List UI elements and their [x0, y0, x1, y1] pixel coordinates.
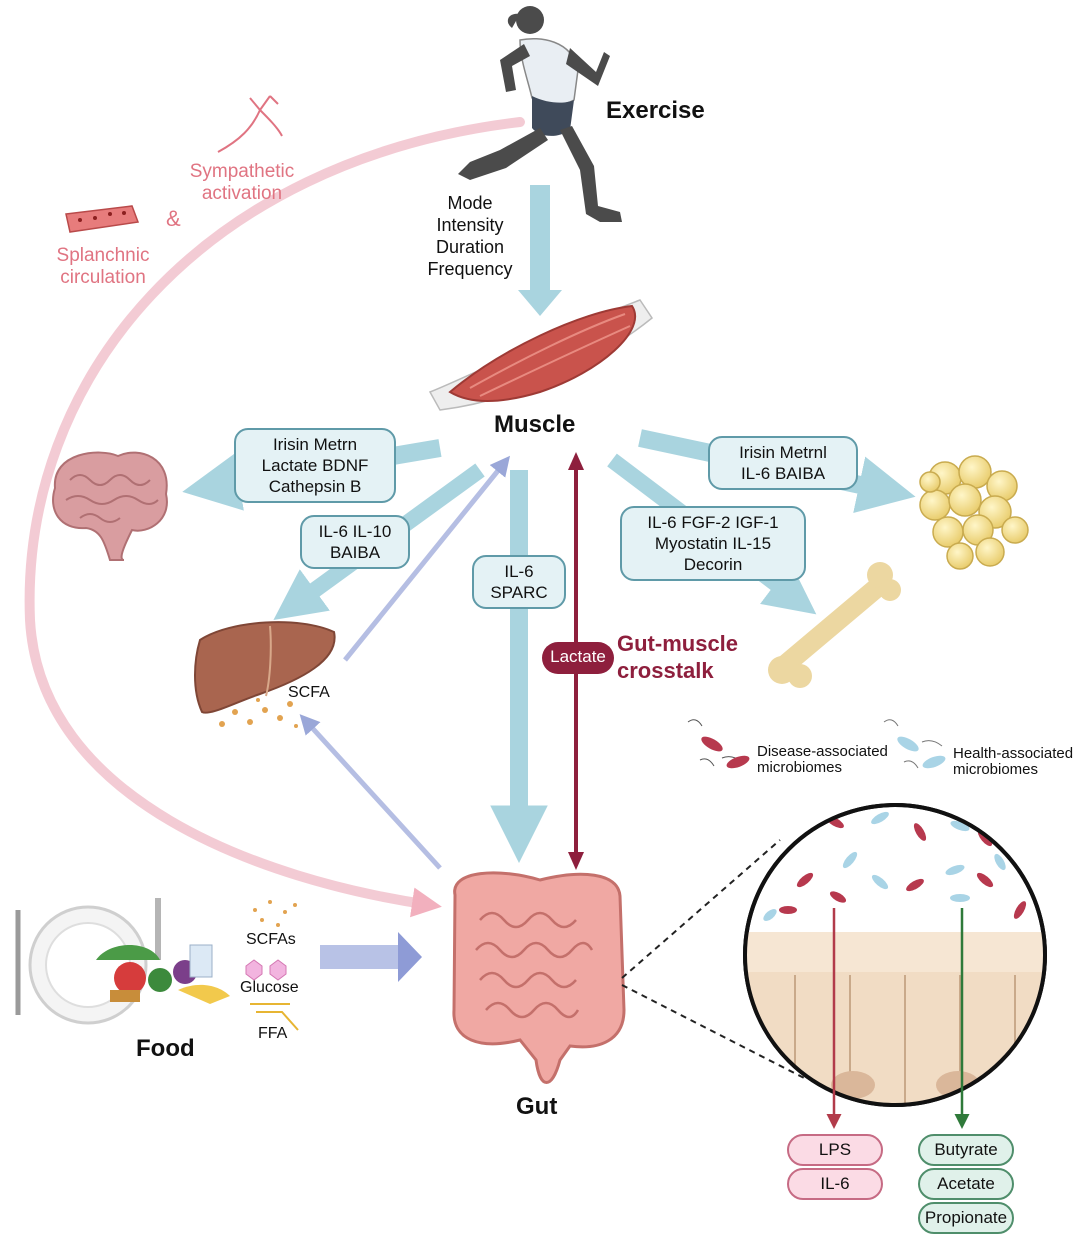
muscle-title: Muscle — [494, 411, 576, 438]
myokines-brain-box: Irisin Metrn Lactate BDNF Cathepsin B — [234, 428, 396, 503]
param-intensity: Intensity — [436, 215, 504, 235]
food-title: Food — [136, 1035, 195, 1062]
nutrient-glucose: Glucose — [240, 979, 299, 996]
output-il6: IL-6 — [787, 1168, 883, 1200]
ffa-molecule — [250, 1003, 299, 1031]
output-propionate: Propionate — [918, 1202, 1014, 1234]
exercise-to-muscle-arrow — [518, 185, 562, 316]
exercise-title: Exercise — [606, 97, 705, 124]
output-acetate: Acetate — [918, 1168, 1014, 1200]
ampersand: & — [166, 206, 181, 231]
output-lps: LPS — [787, 1134, 883, 1166]
myokines-liver-box: IL-6 IL-10 BAIBA — [300, 515, 410, 569]
runner-figure — [458, 6, 622, 222]
exercise-params: Mode Intensity Duration Frequency — [420, 192, 520, 280]
nutrient-ffa: FFA — [258, 1025, 288, 1042]
sympathetic-label: Sympathetic activation — [189, 161, 295, 204]
lactate-badge: Lactate — [542, 642, 614, 674]
liver-to-muscle-arrow — [343, 455, 511, 662]
param-frequency: Frequency — [427, 259, 513, 279]
gut-title: Gut — [516, 1093, 558, 1120]
muscle-illustration — [428, 299, 654, 411]
myokines-adipose-box: Irisin Metrnl IL-6 BAIBA — [708, 436, 858, 490]
adipose-illustration — [919, 455, 1029, 570]
gut-to-liver-arrow — [299, 714, 442, 870]
food-to-gut-arrow — [320, 932, 422, 982]
disease-bacteria-icon — [687, 719, 750, 769]
nutrient-scfas: SCFAs — [246, 931, 296, 948]
liver-illustration — [194, 621, 336, 728]
neural-arc — [24, 117, 525, 918]
crosstalk-label: Gut-muscle crosstalk — [617, 631, 739, 683]
output-butyrate: Butyrate — [918, 1134, 1014, 1166]
myokines-gut-box: IL-6 SPARC — [472, 555, 566, 609]
glucose-molecule — [245, 959, 287, 981]
food-plate-illustration — [15, 898, 230, 1025]
bone-illustration — [768, 562, 901, 688]
param-duration: Duration — [435, 237, 505, 257]
health-microbiome-label: Health-associated microbiomes — [953, 745, 1074, 778]
gut-illustration — [452, 871, 626, 1084]
param-mode: Mode — [447, 193, 493, 213]
scfa-dots — [253, 900, 297, 927]
myokines-bone-box: IL-6 FGF-2 IGF-1 Myostatin IL-15 Decorin — [620, 506, 806, 581]
health-bacteria-icon — [883, 719, 946, 769]
brain-illustration — [52, 451, 168, 561]
microbiome-zoom-circle — [743, 803, 1047, 1107]
liver-scfa-label: SCFA — [288, 684, 330, 701]
nerve-illustration — [217, 95, 283, 153]
splanchnic-label: Splanchnic circulation — [56, 245, 150, 288]
vessel-illustration — [65, 205, 140, 233]
disease-microbiome-label: Disease-associated microbiomes — [757, 743, 888, 776]
